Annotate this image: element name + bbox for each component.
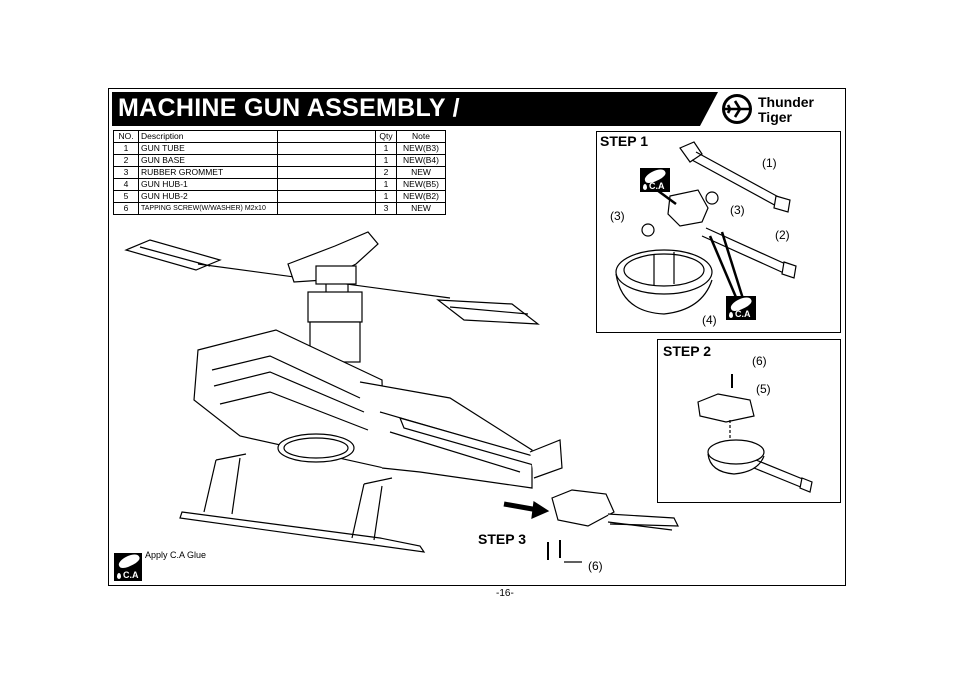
row-description: GUN HUB-1 bbox=[138, 178, 278, 191]
legend-apply-ca-glue: Apply C.A Glue bbox=[145, 550, 207, 560]
row-qty: 1 bbox=[375, 154, 397, 167]
row-no: 4 bbox=[113, 178, 139, 191]
ca-badge-text: C.A bbox=[649, 181, 665, 191]
header-no: NO. bbox=[113, 130, 139, 143]
legend-ca-glue-icon: C.A bbox=[114, 551, 142, 581]
step1-callout-3-left: (3) bbox=[610, 209, 625, 223]
step2-label: STEP 2 bbox=[663, 343, 711, 359]
row-description: RUBBER GROMMET bbox=[138, 166, 278, 179]
ca-badge-text: C.A bbox=[735, 309, 751, 319]
row-note: NEW(B5) bbox=[396, 178, 446, 191]
thunder-tiger-logo: Thunder Tiger bbox=[700, 92, 842, 126]
row-qty: 1 bbox=[375, 178, 397, 191]
step1-ca-glue-icon-1: C.A bbox=[640, 166, 670, 192]
table-row: 1 GUN TUBE 1 NEW(B3) bbox=[113, 142, 446, 155]
header-qty: Qty bbox=[375, 130, 397, 143]
step1-illustration bbox=[615, 141, 797, 315]
row-blank bbox=[277, 142, 376, 155]
row-no: 6 bbox=[113, 202, 139, 215]
page-frame bbox=[108, 88, 846, 586]
row-description: GUN HUB-2 bbox=[138, 190, 278, 203]
row-no: 3 bbox=[113, 166, 139, 179]
step2-panel bbox=[657, 339, 841, 503]
step1-callout-4: (4) bbox=[702, 313, 717, 327]
table-row: 2 GUN BASE 1 NEW(B4) bbox=[113, 154, 446, 167]
row-note: NEW(B4) bbox=[396, 154, 446, 167]
step2-callout-5: (5) bbox=[756, 382, 771, 396]
header-note: Note bbox=[396, 130, 446, 143]
row-blank bbox=[277, 166, 376, 179]
table-row: 4 GUN HUB-1 1 NEW(B5) bbox=[113, 178, 446, 191]
logo-word-thunder: Thunder bbox=[758, 94, 815, 110]
row-blank bbox=[277, 202, 376, 215]
page-title: MACHINE GUN ASSEMBLY / bbox=[118, 94, 460, 122]
glue-drop-icon bbox=[643, 184, 647, 190]
parts-table-header: NO. Description Qty Note bbox=[113, 130, 446, 143]
row-description: TAPPING SCREW(W/WASHER) M2x10 bbox=[138, 202, 278, 215]
row-qty: 1 bbox=[375, 142, 397, 155]
helicopter-assembly-illustration bbox=[124, 231, 679, 563]
row-blank bbox=[277, 190, 376, 203]
header-blank bbox=[277, 130, 376, 143]
row-description: GUN TUBE bbox=[138, 142, 278, 155]
row-note: NEW bbox=[396, 202, 446, 215]
row-qty: 1 bbox=[375, 190, 397, 203]
row-no: 1 bbox=[113, 142, 139, 155]
row-no: 2 bbox=[113, 154, 139, 167]
row-note: NEW(B2) bbox=[396, 190, 446, 203]
table-row: 3 RUBBER GROMMET 2 NEW bbox=[113, 166, 446, 179]
step3-label: STEP 3 bbox=[478, 531, 526, 547]
logo-word-tiger: Tiger bbox=[758, 109, 793, 125]
ca-badge-text: C.A bbox=[123, 570, 139, 580]
step3-callout-6: (6) bbox=[588, 559, 603, 573]
row-blank bbox=[277, 154, 376, 167]
row-blank bbox=[277, 178, 376, 191]
row-qty: 3 bbox=[375, 202, 397, 215]
parts-table: NO. Description Qty Note 1 GUN TUBE 1 NE… bbox=[113, 130, 446, 215]
step2-callout-6: (6) bbox=[752, 354, 767, 368]
step2-illustration bbox=[697, 374, 813, 493]
step1-ca-glue-icon-2: C.A bbox=[726, 294, 756, 320]
row-note: NEW(B3) bbox=[396, 142, 446, 155]
row-no: 5 bbox=[113, 190, 139, 203]
step1-callout-3-right: (3) bbox=[730, 203, 745, 217]
table-row: 6 TAPPING SCREW(W/WASHER) M2x10 3 NEW bbox=[113, 202, 446, 215]
row-qty: 2 bbox=[375, 166, 397, 179]
table-row: 5 GUN HUB-2 1 NEW(B2) bbox=[113, 190, 446, 203]
glue-bottle-icon bbox=[116, 551, 142, 571]
page-number: -16- bbox=[496, 588, 514, 599]
step1-label: STEP 1 bbox=[600, 133, 648, 149]
header-description: Description bbox=[138, 130, 278, 143]
step1-callout-2: (2) bbox=[775, 228, 790, 242]
step1-callout-1: (1) bbox=[762, 156, 777, 170]
row-note: NEW bbox=[396, 166, 446, 179]
glue-drop-icon bbox=[729, 312, 733, 318]
glue-drop-icon bbox=[117, 573, 121, 579]
row-description: GUN BASE bbox=[138, 154, 278, 167]
